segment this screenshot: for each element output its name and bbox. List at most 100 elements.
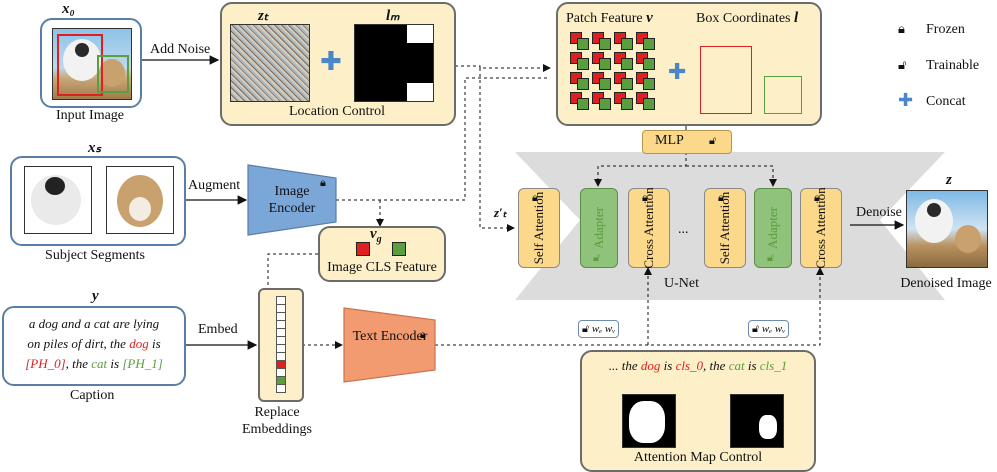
text-encoder-label: Text Encoder	[352, 329, 428, 344]
vg-symbol: vg	[370, 226, 382, 245]
ellipsis: ...	[678, 222, 689, 237]
cross-attention-block-2: 🔒︎ Cross Attention	[800, 187, 842, 269]
patch-feature-label: Patch Feature v	[566, 10, 653, 26]
input-image-box	[40, 18, 142, 108]
lock-closed-icon: 🔒︎	[420, 328, 426, 341]
input-image-photo	[52, 28, 132, 100]
x0-symbol: x₀	[62, 1, 75, 17]
lock-open-icon: 🔓︎	[752, 322, 760, 335]
lock-closed-icon: 🔒︎	[642, 191, 648, 204]
patch-cell-green	[621, 38, 633, 50]
attention-map-control-box: ... the dog is cls_0, the cat is cls_1 A…	[580, 350, 816, 472]
patch-cell-green	[621, 78, 633, 90]
location-control-box: zₜ lₘ ✚ Location Control	[220, 2, 456, 126]
replace-embeddings-label: Replace Embeddings	[242, 405, 312, 437]
legend-frozen: Frozen	[926, 22, 965, 37]
mlp-box: MLP 🔓︎	[642, 130, 732, 154]
image-encoder-label: Image Encoder	[268, 184, 316, 216]
cls-red-token	[356, 242, 370, 256]
lock-open-icon: 🔓︎	[593, 251, 601, 264]
lock-closed-icon: 🔒︎	[532, 191, 538, 204]
embedding-token	[276, 384, 286, 393]
adapter-label: Adapter	[591, 207, 606, 249]
cat-shape	[99, 59, 125, 87]
embedding-tokens	[276, 296, 286, 393]
caption-box: a dog and a cat are lying on piles of di…	[2, 306, 186, 386]
self-attention-block-1: 🔒︎ Self Attention	[518, 188, 560, 268]
z-symbol: z	[946, 172, 952, 188]
cls-green-token	[392, 242, 406, 256]
cat-box-coordinate	[764, 76, 802, 114]
legend-trainable: Trainable	[926, 58, 980, 73]
attention-map-control-label: Attention Map Control	[633, 450, 763, 465]
adapter-label: Adapter	[765, 207, 780, 249]
cat-segment-image	[106, 166, 174, 234]
add-noise-label: Add Noise	[150, 42, 211, 57]
lock-open-icon: 🔓︎	[767, 251, 775, 264]
dog-bbox	[57, 34, 103, 96]
image-cls-feature-box: vg Image CLS Feature	[318, 226, 446, 282]
plus-icon: ✚	[668, 60, 687, 85]
denoised-image-label: Denoised Image	[900, 276, 992, 291]
zt-prime-symbol: z′ₜ	[494, 205, 507, 220]
patch-cell-green	[577, 38, 589, 50]
image-encoder-shape	[247, 164, 337, 236]
replace-embeddings-box	[258, 288, 304, 402]
box-coordinates-label: Box Coordinates l	[696, 10, 799, 26]
self-attention-label: Self Attention	[531, 191, 546, 265]
augment-label: Augment	[188, 178, 241, 193]
dog-attention-map	[622, 394, 676, 448]
xs-symbol: xₛ	[88, 140, 102, 156]
caption-label: Caption	[70, 388, 115, 403]
patch-cell-green	[643, 78, 655, 90]
patch-cell-green	[599, 98, 611, 110]
patch-cell-green	[577, 78, 589, 90]
weight-box-1: 🔓︎ wₑ wᵥ	[578, 320, 620, 338]
lm-symbol: lₘ	[386, 8, 400, 24]
noisy-latent-image	[230, 24, 310, 102]
patch-cell-green	[621, 58, 633, 70]
mlp-label: MLP	[655, 133, 684, 148]
subject-segments-box	[10, 156, 186, 246]
location-control-label: Location Control	[288, 104, 386, 119]
lock-open-icon: 🔓︎	[709, 134, 717, 147]
lock-closed-icon: 🔒︎	[898, 22, 905, 37]
patch-cell-green	[643, 38, 655, 50]
y-symbol: y	[92, 288, 99, 304]
lock-closed-icon: 🔒︎	[718, 191, 724, 204]
cross-attention-label: Cross Attention	[641, 187, 656, 269]
plus-icon: ✚	[898, 90, 914, 111]
patch-cell-green	[643, 58, 655, 70]
weight-box-2: 🔓︎ wₑ wᵥ	[748, 320, 790, 338]
legend-concat: Concat	[926, 94, 966, 109]
unet-label: U-Net	[664, 276, 699, 291]
cross-attention-label: Cross Attention	[813, 187, 828, 269]
patch-cell-green	[599, 78, 611, 90]
zt-symbol: zₜ	[258, 8, 269, 24]
patch-box-feature-box: Patch Feature v Box Coordinates l ✚	[556, 2, 822, 126]
lock-open-icon: 🔓︎	[898, 58, 907, 73]
patch-cell-green	[621, 98, 633, 110]
patch-cell-green	[599, 58, 611, 70]
cat-attention-map	[730, 394, 784, 448]
lock-closed-icon: 🔒︎	[814, 191, 820, 204]
self-attention-label: Self Attention	[717, 191, 732, 265]
dog-box-coordinate	[700, 46, 752, 114]
subject-segments-label: Subject Segments	[45, 248, 145, 263]
cat-bbox	[97, 55, 129, 93]
patch-cell-green	[599, 38, 611, 50]
image-cls-feature-label: Image CLS Feature	[327, 260, 437, 275]
location-mask-image	[354, 24, 434, 102]
plus-icon: ✚	[320, 47, 342, 77]
embed-label: Embed	[198, 322, 238, 337]
adapter-block-2: Adapter 🔓︎	[754, 188, 792, 268]
lock-closed-icon: 🔒︎	[320, 176, 326, 189]
cross-attention-block-1: 🔒︎ Cross Attention	[628, 187, 670, 269]
patch-cell-green	[643, 98, 655, 110]
patch-cell-green	[577, 98, 589, 110]
adapter-block-1: Adapter 🔓︎	[580, 188, 618, 268]
attention-token-text: ... the dog is cls_0, the cat is cls_1	[608, 358, 788, 373]
lock-open-icon: 🔓︎	[582, 322, 590, 335]
text-encoder-shape	[343, 307, 436, 383]
denoise-label: Denoise	[856, 205, 902, 220]
